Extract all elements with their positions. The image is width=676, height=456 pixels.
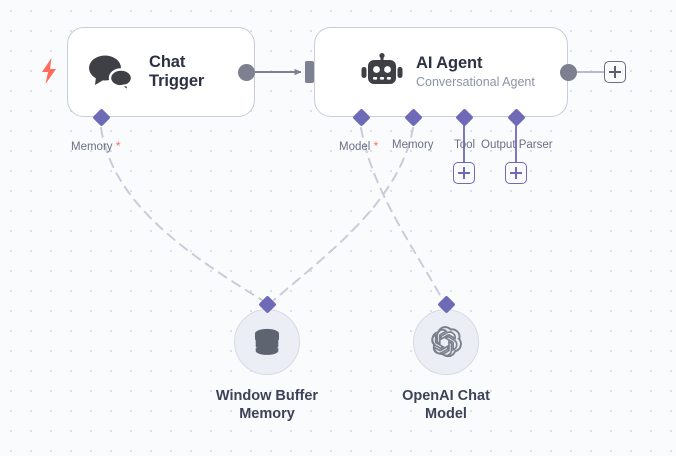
label-line-1: OpenAI Chat bbox=[402, 388, 490, 404]
node-chat-trigger[interactable]: Chat Trigger bbox=[67, 27, 255, 117]
edge-memory-chattrigger-to-buffer bbox=[100, 127, 263, 301]
required-indicator: * bbox=[112, 139, 121, 153]
lightning-bolt-icon bbox=[40, 58, 58, 89]
openai-chat-model-label: OpenAI Chat Model bbox=[381, 388, 511, 423]
edge-memory-agent-to-buffer bbox=[273, 127, 414, 301]
add-tool-button[interactable] bbox=[453, 162, 475, 184]
required-indicator: * bbox=[370, 139, 379, 153]
ai-agent-input-port[interactable] bbox=[305, 61, 314, 83]
node-window-buffer-memory[interactable] bbox=[234, 309, 300, 375]
label-line-2: Memory bbox=[239, 405, 295, 422]
chat-trigger-memory-label: Memory * bbox=[71, 139, 121, 153]
port-label-text: Memory bbox=[71, 141, 113, 153]
window-buffer-memory-label: Window Buffer Memory bbox=[202, 388, 332, 423]
chat-trigger-output-port[interactable] bbox=[238, 64, 255, 81]
database-icon bbox=[250, 325, 284, 359]
chat-trigger-title: Chat Trigger bbox=[149, 52, 205, 90]
chat-trigger-text: Chat Trigger bbox=[149, 53, 223, 91]
node-openai-chat-model[interactable] bbox=[413, 309, 479, 375]
label-line-2: Model bbox=[425, 405, 467, 422]
openai-logo-icon bbox=[429, 325, 463, 359]
robot-icon bbox=[361, 53, 403, 91]
ai-agent-model-label: Model * bbox=[339, 139, 378, 153]
ai-agent-text: AI Agent Conversational Agent bbox=[416, 54, 535, 90]
edge-model-agent-to-openai bbox=[360, 127, 442, 298]
add-output-parser-button[interactable] bbox=[505, 162, 527, 184]
ai-agent-output-port[interactable] bbox=[560, 64, 577, 81]
add-main-output-button[interactable] bbox=[604, 61, 626, 83]
ai-agent-output-parser-label: Output Parser bbox=[481, 139, 553, 151]
chat-bubbles-icon bbox=[86, 52, 136, 92]
ai-agent-title: AI Agent bbox=[416, 54, 483, 73]
port-label-text: Model bbox=[339, 141, 371, 153]
ai-agent-tool-label: Tool bbox=[454, 139, 476, 151]
label-line-1: Window Buffer bbox=[215, 388, 319, 404]
node-ai-agent[interactable]: AI Agent Conversational Agent bbox=[314, 27, 568, 117]
ai-agent-memory-label: Memory bbox=[392, 139, 434, 151]
ai-agent-subtitle: Conversational Agent bbox=[416, 75, 535, 90]
